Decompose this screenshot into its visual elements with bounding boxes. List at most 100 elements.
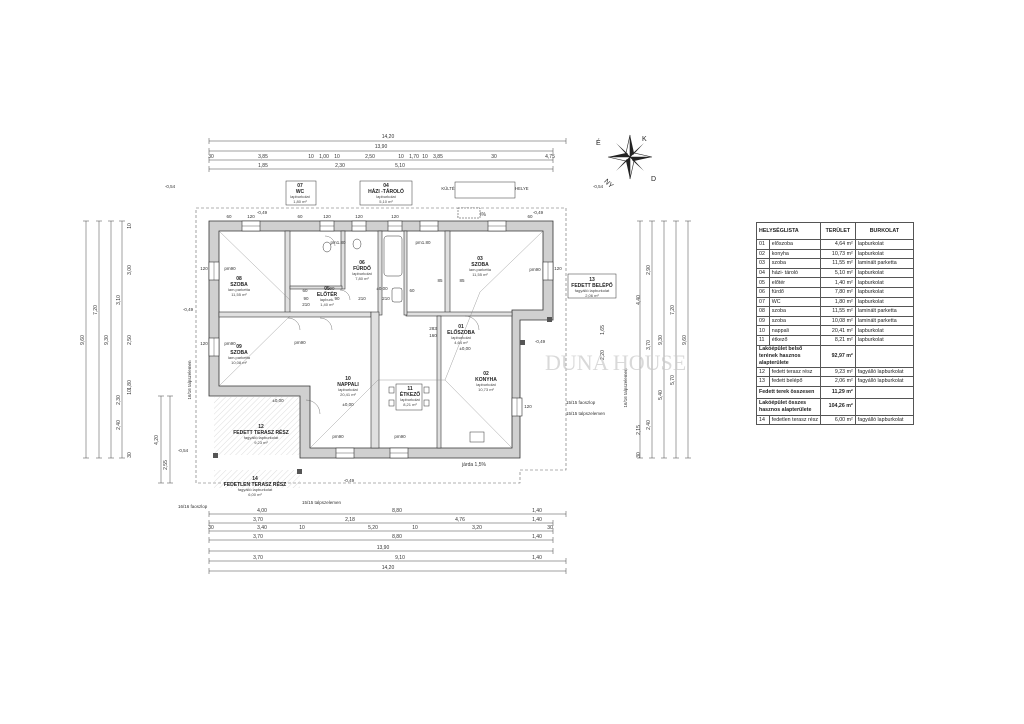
dim-bottom-label: 3,70 [253, 517, 263, 523]
dimension-lines [83, 138, 691, 574]
svg-text:HÁZI -TÁROLÓ: HÁZI -TÁROLÓ [368, 187, 404, 195]
dim-top-label: 3,85 [433, 154, 443, 160]
svg-text:01: 01 [458, 324, 464, 330]
opening-size-label: 90 [329, 286, 335, 291]
door-height-label: pm90 [332, 434, 344, 439]
dim-bottom-label: 1,40 [532, 555, 542, 561]
dim-left-label: 2,50 [127, 335, 133, 345]
dim-bottom-label: 3,20 [472, 525, 482, 531]
sidewalk-label-bottom: járda 1,5% [461, 462, 486, 468]
bathroom-fixtures [322, 235, 485, 443]
opening-size-label: 120 [391, 214, 399, 219]
level-marker: -0,54 [178, 448, 189, 453]
footing-vert-left-label: 16/16 talpszelemen [187, 360, 192, 400]
compass-e-label: K [642, 136, 647, 143]
svg-text:13: 13 [589, 277, 595, 283]
dim-right-label: 9,60 [682, 335, 688, 345]
opening-size-label: 120 [200, 266, 208, 271]
post-label-right: 15/15 faoszlop [566, 400, 596, 405]
opening-size-label: 210 [382, 296, 390, 301]
footing-label-right: 15/15 talpszelemen [566, 411, 606, 416]
interior-walls [218, 230, 513, 449]
svg-text:12: 12 [258, 424, 264, 430]
opening-size-label: 210 [302, 302, 310, 307]
svg-text:20,41 m²: 20,41 m² [340, 392, 356, 397]
dim-top-label: 1,70 [409, 154, 419, 160]
level-marker: -0,54 [593, 184, 604, 189]
level-marker: -0,49 [183, 307, 194, 312]
dim-right-label: 2,90 [646, 265, 652, 275]
opening-size-label: 120 [355, 214, 363, 219]
dim-top-label: 14,20 [382, 134, 395, 140]
svg-text:09: 09 [236, 344, 242, 350]
dim-top-label: 30 [208, 154, 214, 160]
svg-text:4,64 m²: 4,64 m² [454, 340, 468, 345]
dim-right-label: 1,65 [600, 325, 606, 335]
level-marker: ±0,00 [342, 402, 354, 407]
dim-top-label: 10 [308, 154, 314, 160]
dim-top-label: 10 [334, 154, 340, 160]
dim-top-label: 10 [398, 154, 404, 160]
svg-text:7,80 m²: 7,80 m² [355, 276, 369, 281]
compass-n-label: É [596, 138, 601, 147]
dim-bottom-label: 8,80 [392, 508, 402, 514]
dim-right-label: 3,70 [646, 340, 652, 350]
door-swings [287, 235, 480, 415]
dim-bottom-label: 14,20 [382, 565, 395, 571]
roof-eaves-outline [195, 207, 567, 484]
table-summary-row: Lakóépület belső terének hasznos alapter… [755, 344, 915, 368]
dim-bottom-label: 1,40 [532, 508, 542, 514]
svg-text:14: 14 [252, 476, 258, 482]
dim-right-label: 30 [636, 452, 642, 458]
timber-posts [213, 317, 552, 474]
level-marker: -0,49 [533, 210, 544, 215]
dim-left-label: 10 [127, 223, 133, 229]
svg-text:lam.parketta: lam.parketta [228, 287, 251, 292]
level-marker: -0,54 [165, 184, 176, 189]
svg-text:08: 08 [236, 276, 242, 282]
roof-hip-lines [218, 230, 544, 449]
dim-bottom-label: 30 [208, 525, 214, 531]
opening-size-label: 160 [429, 333, 437, 338]
opening-size-label: 120 [323, 214, 331, 219]
door-height-label: pm90 [294, 340, 306, 345]
door-height-label: pm90 [529, 267, 541, 272]
dim-bottom-label: 10 [299, 525, 305, 531]
svg-text:02: 02 [483, 371, 489, 377]
svg-text:07: 07 [297, 183, 303, 189]
opening-size-label: 120 [554, 266, 562, 271]
svg-text:2,06 m²: 2,06 m² [585, 293, 599, 298]
svg-text:lapburkolat: lapburkolat [290, 194, 310, 199]
svg-text:03: 03 [477, 256, 483, 262]
terrace-hatch [214, 397, 308, 455]
dim-bottom-label: 5,20 [368, 525, 378, 531]
svg-text:ÉTKEZŐ: ÉTKEZŐ [400, 390, 420, 398]
dim-left-label: 2,55 [163, 460, 169, 470]
svg-text:5,10 m²: 5,10 m² [379, 199, 393, 204]
opening-size-label: 120 [247, 214, 255, 219]
svg-text:05: 05 [324, 286, 330, 292]
svg-text:NAPPALI: NAPPALI [337, 382, 359, 388]
dim-right-label: 9,30 [658, 335, 664, 345]
dim-bottom-label: 4,76 [455, 517, 465, 523]
dining-table [388, 383, 430, 411]
table-header-rooms: HELYSÉGLISTA [755, 222, 822, 240]
door-height-label: pm1.80 [330, 240, 346, 245]
svg-text:FEDETT TERASZ RÉSZ: FEDETT TERASZ RÉSZ [233, 428, 289, 436]
opening-size-label: 60 [527, 214, 533, 219]
svg-text:11: 11 [407, 386, 413, 392]
dim-right-label: 4,40 [636, 295, 642, 305]
opening-size-label: 120 [524, 404, 532, 409]
heatpump-unit [457, 207, 481, 219]
dim-left-label: 3,00 [127, 265, 133, 275]
door-height-label: pm90 [394, 434, 406, 439]
